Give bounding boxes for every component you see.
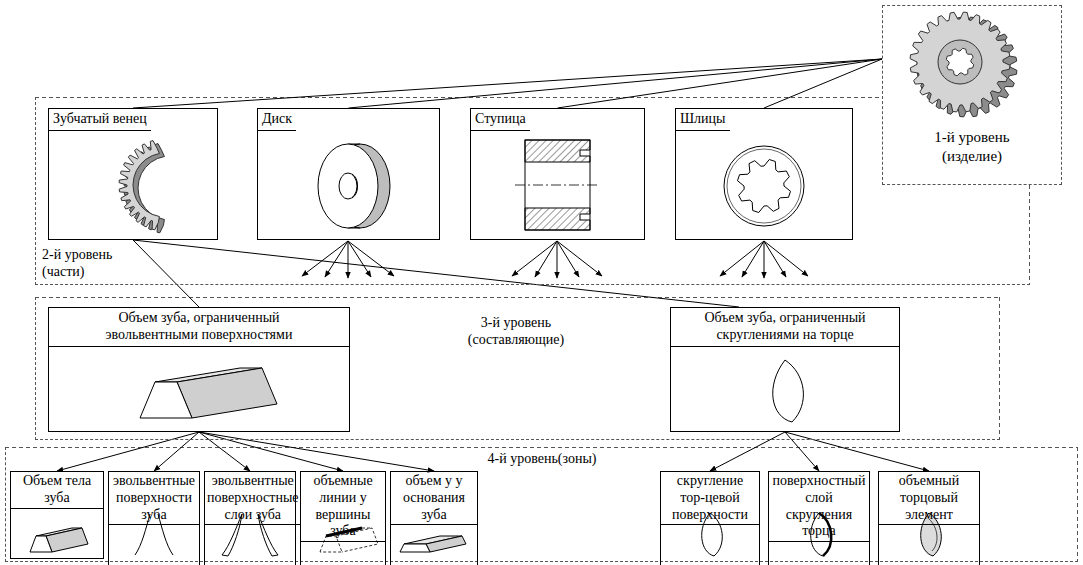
connector-line	[764, 59, 882, 108]
component-box: Объем зуба, ограниченный скруглениями на…	[670, 307, 900, 432]
ring-gear-illustration	[119, 141, 164, 233]
connector-layer	[57, 59, 929, 471]
zone-box: объемные линии у вершины зуба	[300, 471, 386, 565]
zone-box: скругление тор-цевой поверхности	[660, 471, 760, 565]
connector-line	[558, 59, 883, 108]
zone-box: объемный торцовый элемент	[878, 471, 980, 565]
part-box: Зубчатый венец	[48, 108, 218, 240]
connector-line	[349, 59, 883, 108]
level-label: 1-й уровень (изделие)	[917, 128, 1027, 166]
band-border	[999, 297, 1000, 440]
ring-gear-face	[119, 141, 159, 230]
tooth-prism	[140, 368, 277, 418]
gear-spline-hole	[946, 48, 973, 75]
box-title: Шлицы	[676, 109, 730, 131]
box-title: объемный торцовый элемент	[879, 472, 979, 525]
connector-line	[133, 59, 882, 108]
box-title: поверхностный слой скругления торца	[769, 472, 869, 542]
connector-line	[199, 432, 343, 471]
zone-box: Объем тела зуба	[10, 471, 104, 559]
component-box: Объем зуба, ограниченный эвольвентными п…	[48, 307, 350, 432]
box-title: скругление тор-цевой поверхности	[661, 472, 759, 525]
part-box: Шлицы	[675, 108, 853, 240]
zone-box: эвольвентные поверхностные слои зуба	[204, 471, 296, 565]
connector-line	[785, 432, 819, 471]
level-label: 2-й уровень (части)	[42, 247, 134, 281]
level-band: 3-й уровень (составляющие) Объем зуба, ог…	[35, 297, 1000, 440]
end-rounding-shape	[773, 360, 804, 422]
connector-line	[154, 432, 199, 471]
box-title: Объем зуба, ограниченный скруглениями на…	[671, 308, 899, 347]
connector-line	[199, 432, 250, 471]
zone-box: эвольвентные поверхности зуба	[108, 471, 200, 565]
branch-arrows	[302, 241, 808, 278]
box-title: Объем тела зуба	[11, 472, 103, 509]
box-title: объемные линии у вершины зуба	[301, 472, 385, 542]
connector-line	[199, 432, 434, 471]
zone-box: объем у у основания зуба	[390, 471, 478, 565]
box-title: Диск	[258, 109, 296, 131]
connector-line	[710, 432, 785, 471]
level-label: 3-й уровень (составляющие)	[456, 315, 576, 349]
level-label: 4-й уровень(зоны)	[472, 451, 612, 468]
gear-illustration	[910, 12, 1017, 117]
zone-box: поверхностный слой скругления торца	[768, 471, 870, 565]
box-title: Ступица	[471, 109, 530, 131]
spline-illustration	[724, 146, 804, 226]
part-box: Ступица	[470, 108, 645, 240]
box-title: Объем зуба, ограниченный эвольвентными п…	[49, 308, 349, 347]
band-border	[1029, 185, 1030, 285]
box-title: эвольвентные поверхностные слои зуба	[205, 472, 301, 525]
part-box: Диск	[257, 108, 440, 240]
gear-hub	[938, 40, 982, 84]
product-frame: 1-й уровень (изделие)	[882, 5, 1062, 185]
level-band: 4-й уровень(зоны)Объем тела зубаэвольвен…	[5, 447, 1078, 562]
box-title: Зубчатый венец	[49, 109, 151, 131]
band-border	[1077, 447, 1078, 562]
box-title: эвольвентные поверхности зуба	[109, 472, 199, 525]
hub-section	[515, 140, 600, 230]
connector-line	[785, 432, 929, 471]
spline-profile	[738, 160, 791, 213]
band-border	[5, 447, 1078, 448]
band-border	[35, 297, 1000, 298]
level-band: 2-й уровень (части) Зубчатый венец Диск Сту…	[35, 97, 1030, 285]
box-title: объем у у основания зуба	[391, 472, 477, 525]
connector-line	[57, 432, 199, 471]
disc-illustration	[318, 144, 390, 228]
